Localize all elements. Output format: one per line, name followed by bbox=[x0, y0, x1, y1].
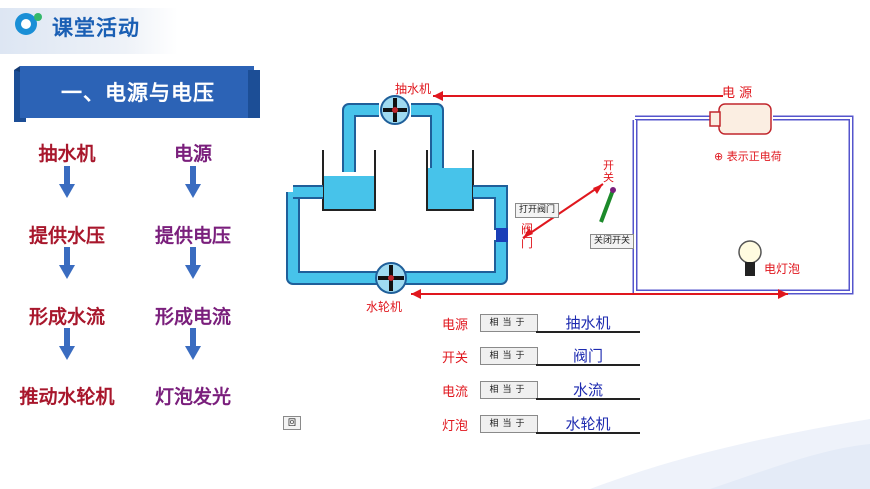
flow-right-3: 灯泡发光 bbox=[154, 386, 231, 408]
analogy-left-1: 开关 bbox=[442, 351, 469, 366]
flow-left-3: 推动水轮机 bbox=[19, 386, 115, 408]
analogy-left-2: 电流 bbox=[442, 385, 469, 400]
answer-underline bbox=[536, 364, 640, 366]
analogy-answer-0: 抽水机 bbox=[565, 314, 611, 332]
arrow-down-icon bbox=[59, 166, 75, 198]
analogy-answer-3: 水轮机 bbox=[565, 415, 611, 433]
page-title: 课堂活动 bbox=[52, 16, 140, 40]
analogy-diagram bbox=[286, 91, 854, 299]
title-banner bbox=[14, 66, 260, 122]
flow-left-0: 抽水机 bbox=[38, 143, 96, 165]
equivalent-button[interactable]: 相当于 bbox=[480, 347, 538, 365]
flow-right-0: 电源 bbox=[173, 143, 212, 165]
switch-label: 开关 bbox=[603, 159, 614, 184]
close-switch-button[interactable]: 关闭开关 bbox=[590, 234, 635, 249]
valve-label: 阀门 bbox=[521, 222, 534, 250]
decorative-wave bbox=[590, 419, 870, 489]
flow-left-1: 提供水压 bbox=[28, 225, 105, 247]
arrow-down-icon bbox=[185, 247, 201, 279]
arrow-down-icon bbox=[59, 328, 75, 360]
flow-right-1: 提供电压 bbox=[154, 225, 231, 247]
logo-icon bbox=[15, 13, 42, 35]
arrow-down-icon bbox=[185, 166, 201, 198]
flow-right-2: 形成电流 bbox=[154, 306, 231, 328]
section-title: 一、电源与电压 bbox=[61, 81, 215, 105]
open-valve-button[interactable]: 打开阀门 bbox=[515, 203, 560, 218]
back-button[interactable]: 回 bbox=[283, 416, 301, 430]
flow-left-2: 形成水流 bbox=[28, 306, 105, 328]
charge-legend: ⊕ 表示正电荷 bbox=[714, 150, 782, 163]
pump-label: 抽水机 bbox=[395, 82, 432, 96]
source-label: 电 源 bbox=[722, 86, 753, 101]
equivalent-button[interactable]: 相当于 bbox=[480, 314, 538, 332]
answer-underline bbox=[536, 398, 640, 400]
diagram-panel bbox=[283, 60, 870, 440]
bulb-label: 电灯泡 bbox=[764, 262, 801, 276]
equivalent-button[interactable]: 相当于 bbox=[480, 415, 538, 433]
answer-underline bbox=[536, 331, 640, 333]
arrow-down-icon bbox=[59, 247, 75, 279]
analogy-left-0: 电源 bbox=[442, 318, 469, 333]
analogy-left-3: 灯泡 bbox=[442, 419, 469, 434]
analogy-answer-2: 水流 bbox=[572, 381, 603, 399]
turbine-label: 水轮机 bbox=[366, 300, 403, 314]
analogy-answer-1: 阀门 bbox=[572, 347, 603, 365]
answer-underline bbox=[536, 432, 640, 434]
equivalent-button[interactable]: 相当于 bbox=[480, 381, 538, 399]
arrow-down-icon bbox=[185, 328, 201, 360]
